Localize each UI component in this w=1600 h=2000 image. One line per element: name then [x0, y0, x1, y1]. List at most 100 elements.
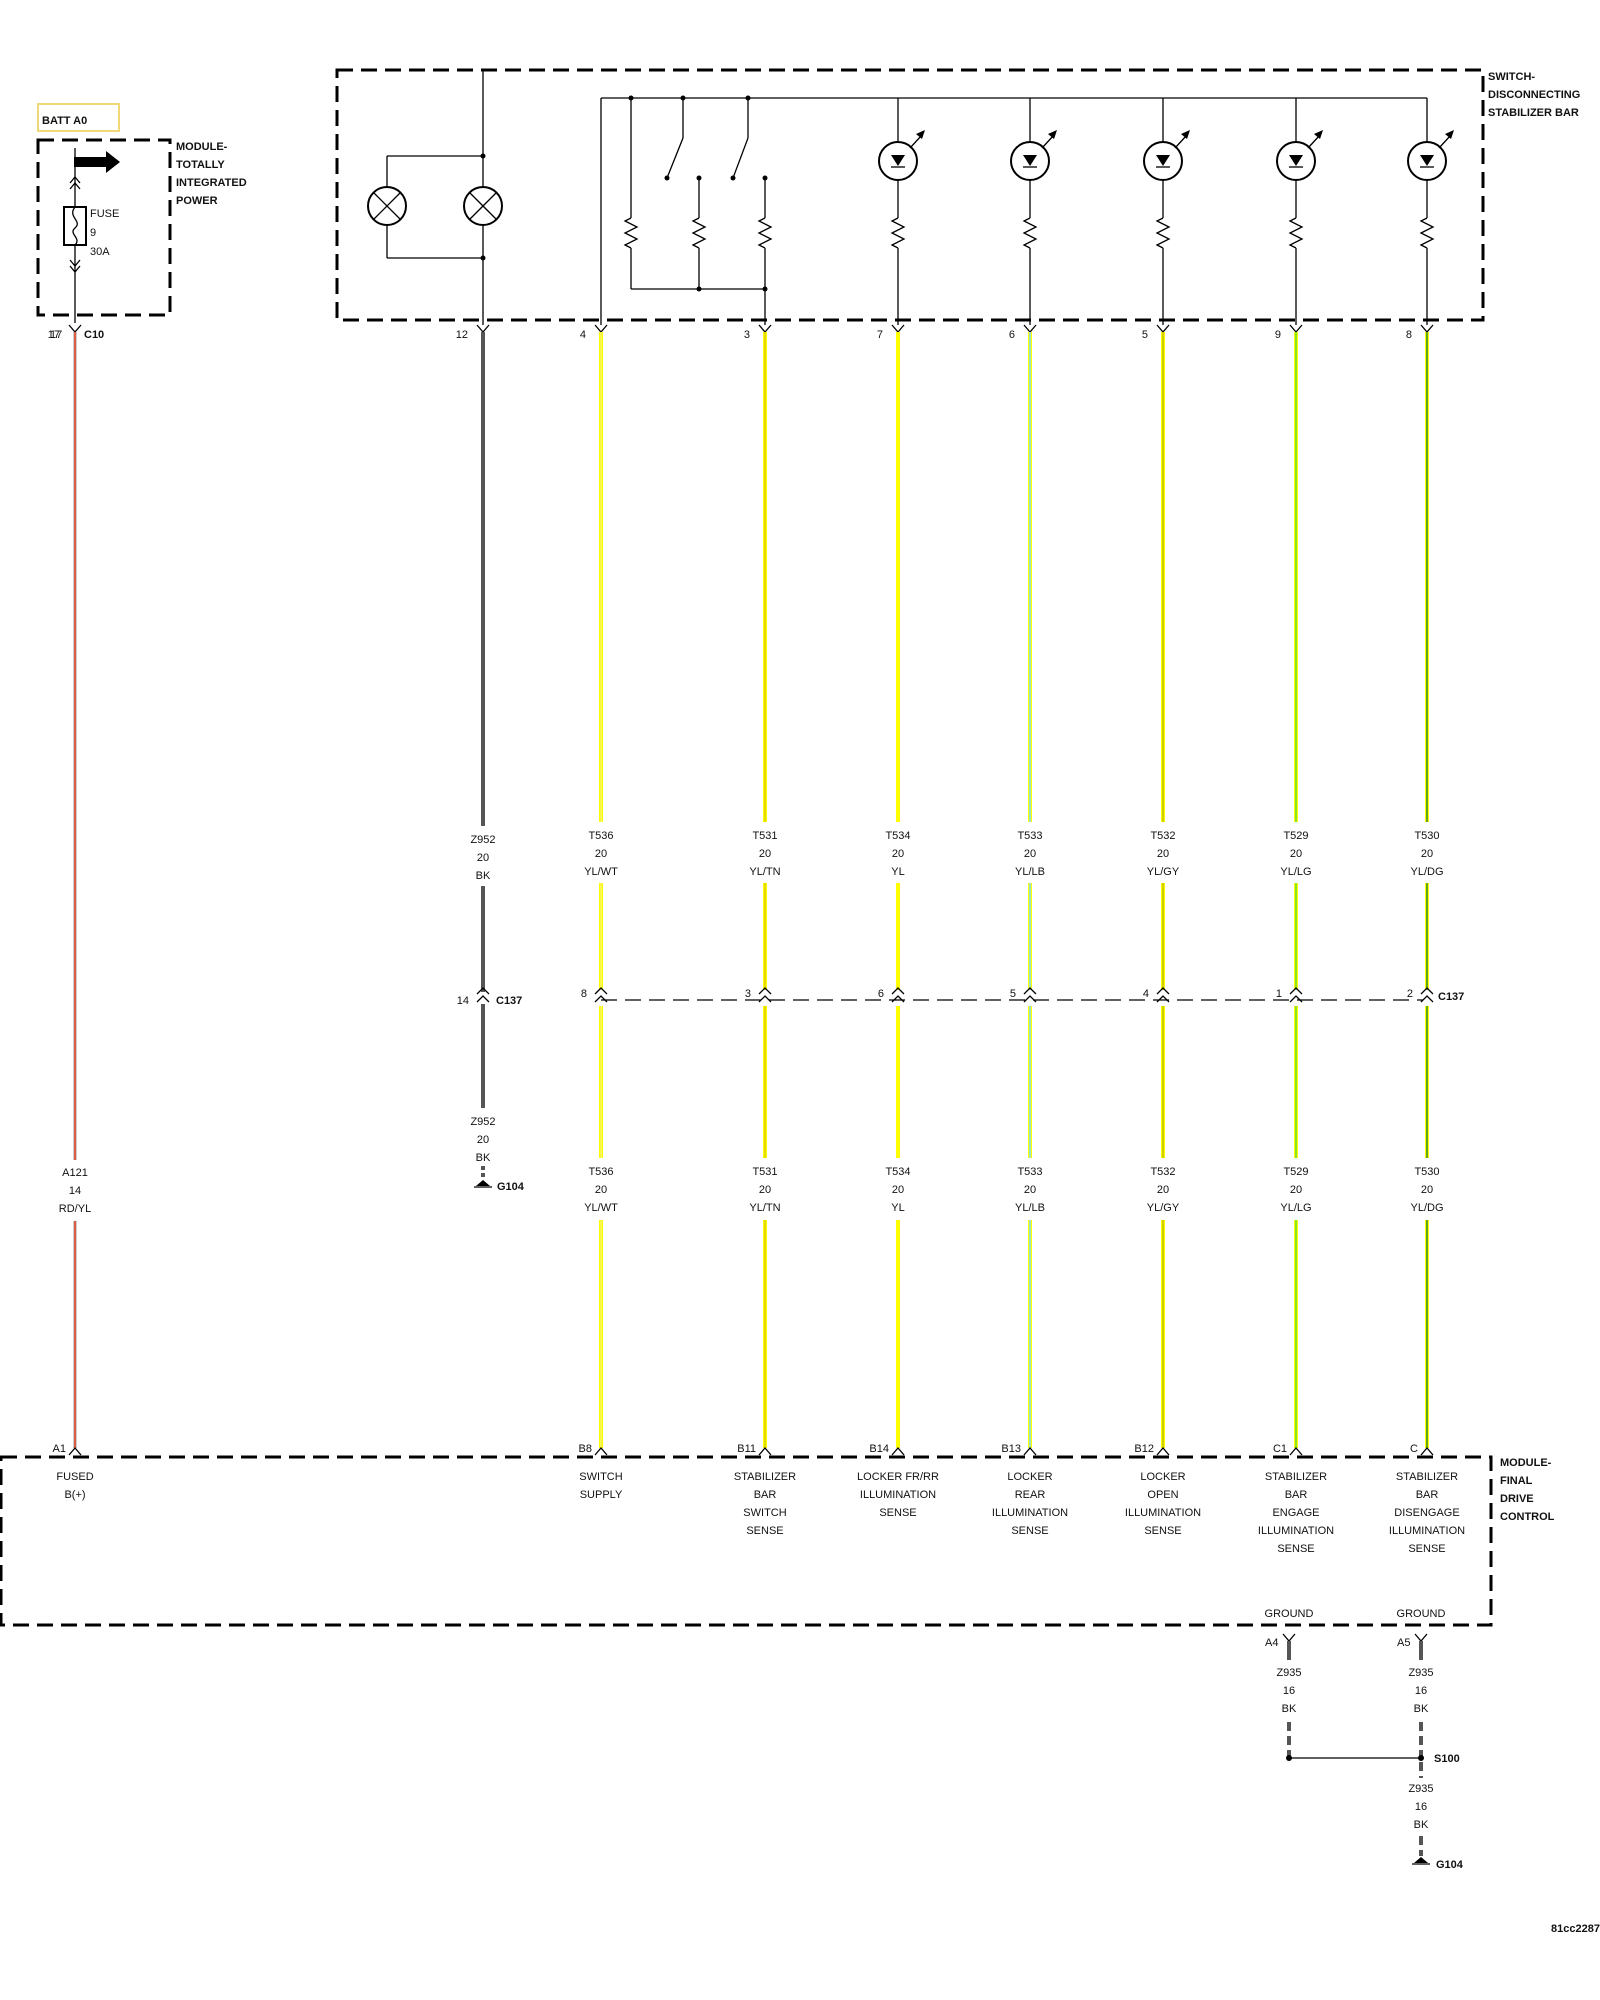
wire-label-color-lower: YL/DG — [1410, 1202, 1443, 1214]
fdc-terminal-label-t534: LOCKER FR/RR — [857, 1471, 939, 1483]
ground-label-a5: GROUND — [1397, 1608, 1446, 1620]
fdc-terminal-label-t533: LOCKER — [1007, 1471, 1052, 1483]
module-final-drive-control: MODULE- FINAL DRIVE CONTROL GROUND GROUN… — [0, 1455, 1555, 1627]
fdc-name-line-3: DRIVE — [1500, 1493, 1534, 1505]
wire-label-circuit: A121 — [62, 1167, 88, 1179]
wire-z935-splice-circuit: Z935 — [1408, 1783, 1433, 1795]
fdc-pin-t533: B13 — [1001, 1443, 1021, 1455]
wire-label-color-upper: YL/LG — [1280, 866, 1311, 878]
wire-label-circuit-upper: T530 — [1414, 830, 1439, 842]
wire-t533: 6T53320YL/LB5T53320YL/LBB13LOCKERREARILL… — [992, 324, 1068, 1537]
fdc-terminal-label-t530: BAR — [1416, 1489, 1439, 1501]
fdc-name-line-4: CONTROL — [1500, 1511, 1555, 1523]
wire-label-gauge-upper: 20 — [1157, 848, 1169, 860]
wire-label-circuit-lower: T534 — [885, 1166, 910, 1178]
top-pin-t534: 7 — [877, 329, 883, 341]
top-pin-t531: 3 — [744, 329, 750, 341]
tip-name-line-4: POWER — [176, 195, 218, 207]
wire-label-circuit-lower: T533 — [1017, 1166, 1042, 1178]
wire-label-gauge-lower: 20 — [477, 1134, 489, 1146]
wire-label-circuit-lower: T532 — [1150, 1166, 1175, 1178]
c137-pin-t534: 6 — [878, 988, 884, 1000]
fdc-terminal-label-t530: DISENGAGE — [1394, 1507, 1459, 1519]
ground-pin-a4: A4 — [1265, 1637, 1278, 1649]
fdc-terminal-label-t536: SWITCH — [579, 1471, 622, 1483]
top-pin-t533: 6 — [1009, 329, 1015, 341]
fdc-terminal-label-t532: SENSE — [1144, 1525, 1181, 1537]
wire-label-gauge-lower: 20 — [759, 1184, 771, 1196]
fdc-terminal-label-t531: SWITCH — [743, 1507, 786, 1519]
fdc-terminal-label-t529: STABILIZER — [1265, 1471, 1327, 1483]
fdc-terminal-label-t533: SENSE — [1011, 1525, 1048, 1537]
splice-s100-icon — [1418, 1755, 1424, 1761]
switch-contact-icon — [730, 98, 749, 181]
wire-label-color: RD/YL — [59, 1203, 91, 1215]
fdc-terminal-label-t529: BAR — [1285, 1489, 1308, 1501]
indicator-led-icon — [1143, 98, 1190, 325]
wire-label-gauge-lower: 20 — [1290, 1184, 1302, 1196]
wire-label-gauge-upper: 20 — [759, 848, 771, 860]
tip-name-line-3: INTEGRATED — [176, 177, 247, 189]
fdc-terminal-label-t529: SENSE — [1277, 1543, 1314, 1555]
switch-name-line-3: STABILIZER BAR — [1488, 107, 1579, 119]
fdc-pin-t536: B8 — [579, 1443, 592, 1455]
wire-label-circuit-lower: Z952 — [470, 1116, 495, 1128]
wire-label-color-lower: YL/LB — [1015, 1202, 1045, 1214]
fdc-pin-t530: C — [1410, 1443, 1418, 1455]
wire-z935-a5-color: BK — [1414, 1703, 1429, 1715]
c137-connector-label: C137 — [1438, 991, 1464, 1003]
wire-label-color-upper: YL/LB — [1015, 866, 1045, 878]
fdc-pin-a121: A1 — [53, 1443, 66, 1455]
figure-id: 81cc2287 — [1551, 1923, 1600, 1935]
wire-z935-a5-circuit: Z935 — [1408, 1667, 1433, 1679]
fdc-name-line-2: FINAL — [1500, 1475, 1533, 1487]
batt-label: BATT A0 — [42, 115, 87, 127]
c137-pin-t533: 5 — [1010, 988, 1016, 1000]
fdc-terminal-label-t534: SENSE — [879, 1507, 916, 1519]
fdc-terminal-label-t530: SENSE — [1408, 1543, 1445, 1555]
battery-feed-arrow-icon — [74, 151, 120, 173]
ground-g104-icon — [474, 1180, 492, 1188]
c137-pin-t536: 8 — [581, 988, 587, 1000]
wire-label-circuit-upper: T532 — [1150, 830, 1175, 842]
wire-t532: 5T53220YL/GY4T53220YL/GYB12LOCKEROPENILL… — [1125, 324, 1201, 1537]
g104-label-right: G104 — [1436, 1859, 1464, 1871]
wire-z935-splice-color: BK — [1414, 1819, 1429, 1831]
top-pin-z952: 12 — [456, 329, 468, 341]
fdc-terminal-label-t533: REAR — [1015, 1489, 1046, 1501]
tip-module-outline — [36, 138, 172, 317]
fdc-terminal-label-t531: STABILIZER — [734, 1471, 796, 1483]
wire-label-circuit-upper: T533 — [1017, 830, 1042, 842]
switch-disconnecting-stabilizer-bar: SWITCH- DISCONNECTING STABILIZER BAR — [335, 68, 1580, 325]
wire-z935-a5-gauge: 16 — [1415, 1685, 1427, 1697]
wire-label-circuit: Z952 — [470, 834, 495, 846]
indicator-led-icon — [878, 98, 925, 325]
batt-label-box — [37, 103, 120, 132]
wire-label-circuit-upper: T529 — [1283, 830, 1308, 842]
indicator-led-icon — [1407, 98, 1454, 325]
tip-name-line-2: TOTALLY — [176, 159, 225, 171]
wire-label-gauge-lower: 20 — [1421, 1184, 1433, 1196]
lamp-icon — [367, 186, 407, 226]
fuse-label: FUSE — [90, 208, 119, 220]
wire-label-circuit-upper: T536 — [588, 830, 613, 842]
wire-label-color-upper: YL/WT — [584, 866, 618, 878]
wire-label-gauge-lower: 20 — [595, 1184, 607, 1196]
wire-label-gauge-upper: 20 — [1024, 848, 1036, 860]
fdc-pin-t529: C1 — [1273, 1443, 1287, 1455]
c137-pin-t531: 3 — [745, 988, 751, 1000]
switch-name-line-2: DISCONNECTING — [1488, 89, 1580, 101]
wire-label-color-lower: BK — [476, 1152, 491, 1164]
fdc-terminal-label-t532: ILLUMINATION — [1125, 1507, 1201, 1519]
wire-label-gauge-upper: 20 — [1290, 848, 1302, 860]
c137-bk-connector-label: C137 — [496, 995, 522, 1007]
c137-pin-t530: 2 — [1407, 988, 1413, 1000]
wire-label-circuit-upper: T534 — [885, 830, 910, 842]
fdc-terminal-label-t532: LOCKER — [1140, 1471, 1185, 1483]
c10-pin-17: 17 — [50, 329, 62, 341]
wire-label-color-upper: YL/GY — [1147, 866, 1180, 878]
wire-label-gauge-upper: 20 — [595, 848, 607, 860]
fuse-rating: 30A — [90, 246, 110, 258]
